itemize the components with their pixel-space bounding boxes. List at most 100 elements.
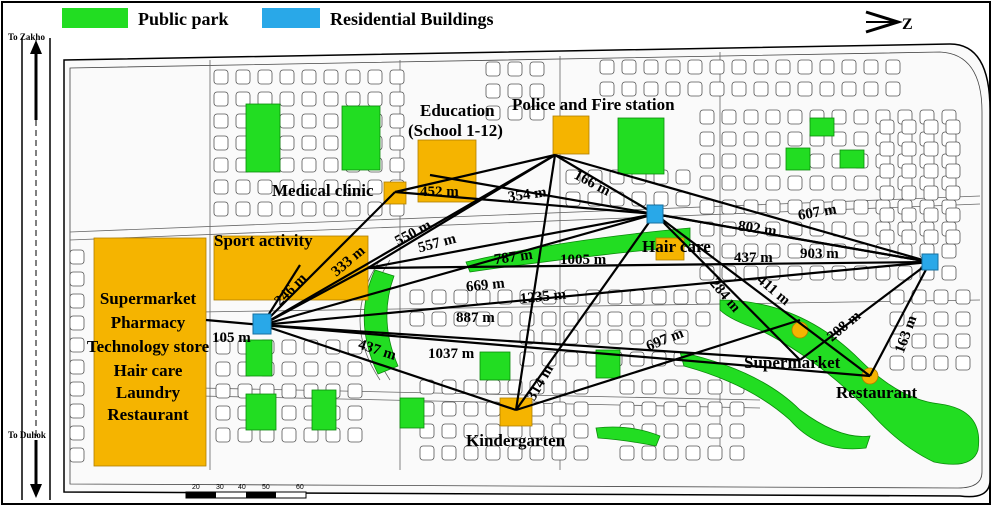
commercial-item: Pharmacy — [111, 313, 186, 332]
building-block — [409, 311, 425, 327]
building-block — [955, 333, 971, 349]
building-block — [787, 243, 803, 259]
distance-label: 607 m — [797, 201, 838, 224]
building-block — [585, 329, 601, 345]
distance-label: 1005 m — [560, 252, 607, 268]
building-block — [911, 355, 927, 371]
building-block — [765, 243, 781, 259]
park — [245, 339, 273, 377]
building-block — [831, 175, 847, 191]
building-block — [453, 311, 469, 327]
building-block — [485, 423, 501, 439]
building-block — [347, 339, 363, 355]
building-block — [529, 445, 545, 461]
building-block — [775, 81, 791, 97]
park — [245, 103, 281, 173]
park — [839, 149, 865, 169]
building-block — [507, 445, 523, 461]
building-block — [643, 59, 659, 75]
building-block — [69, 293, 85, 309]
residential-building-east — [921, 253, 939, 271]
distance-label: 903 m — [800, 246, 839, 262]
building-block — [323, 69, 339, 85]
building-block — [901, 119, 917, 135]
building-block — [787, 109, 803, 125]
building-block — [863, 59, 879, 75]
building-block — [323, 179, 339, 195]
building-block — [281, 383, 297, 399]
building-block — [541, 329, 557, 345]
building-block — [301, 69, 317, 85]
legend-park-swatch — [62, 8, 128, 28]
building-block — [281, 361, 297, 377]
building-block — [441, 401, 457, 417]
building-block — [731, 81, 747, 97]
building-block — [585, 311, 601, 327]
building-block — [841, 81, 857, 97]
building-block — [853, 199, 869, 215]
building-block — [933, 333, 949, 349]
building-block — [463, 423, 479, 439]
building-block — [235, 179, 251, 195]
building-block — [431, 311, 447, 327]
building-block — [463, 401, 479, 417]
education-sublabel: (School 1-12) — [408, 121, 503, 140]
building-block — [485, 379, 501, 395]
building-block — [641, 445, 657, 461]
building-block — [345, 179, 361, 195]
building-block — [831, 131, 847, 147]
building-block — [389, 135, 405, 151]
building-block — [69, 249, 85, 265]
building-block — [629, 311, 645, 327]
building-block — [519, 311, 535, 327]
restaurant-label: Restaurant — [836, 383, 918, 402]
supermarket-label: Supermarket — [744, 353, 841, 372]
building-block — [279, 157, 295, 173]
park — [595, 426, 661, 447]
building-block — [389, 69, 405, 85]
building-block — [303, 427, 319, 443]
building-block — [675, 191, 691, 207]
building-block — [453, 289, 469, 305]
building-block — [853, 131, 869, 147]
building-block — [675, 169, 691, 185]
building-block — [651, 289, 667, 305]
building-block — [831, 265, 847, 281]
building-block — [641, 401, 657, 417]
legend-residential-swatch — [262, 8, 320, 28]
scale-tick: 20 — [192, 484, 200, 491]
distance-label: 452 m — [420, 184, 459, 200]
building-block — [619, 445, 635, 461]
building-block — [257, 179, 273, 195]
commercial-item: Restaurant — [107, 405, 189, 424]
building-block — [911, 311, 927, 327]
building-block — [281, 339, 297, 355]
education-label: Education — [420, 101, 495, 120]
building-block — [237, 427, 253, 443]
building-block — [945, 229, 961, 245]
building-block — [765, 199, 781, 215]
building-block — [215, 427, 231, 443]
building-block — [709, 59, 725, 75]
building-block — [695, 311, 711, 327]
building-block — [441, 423, 457, 439]
building-block — [507, 105, 523, 121]
building-block — [665, 59, 681, 75]
building-block — [565, 169, 581, 185]
distance-label: 802 m — [737, 218, 778, 239]
building-block — [529, 423, 545, 439]
building-block — [841, 59, 857, 75]
building-block — [497, 311, 513, 327]
hair-care-label: Hair care — [642, 237, 711, 256]
building-block — [257, 69, 273, 85]
building-block — [279, 179, 295, 195]
to-duhok-label: To Duhok — [8, 430, 46, 440]
building-block — [643, 81, 659, 97]
building-block — [213, 157, 229, 173]
building-block — [765, 153, 781, 169]
building-block — [889, 355, 905, 371]
building-block — [409, 289, 425, 305]
scale-tick: 30 — [216, 484, 224, 491]
commercial-item: Supermarket — [100, 289, 197, 308]
